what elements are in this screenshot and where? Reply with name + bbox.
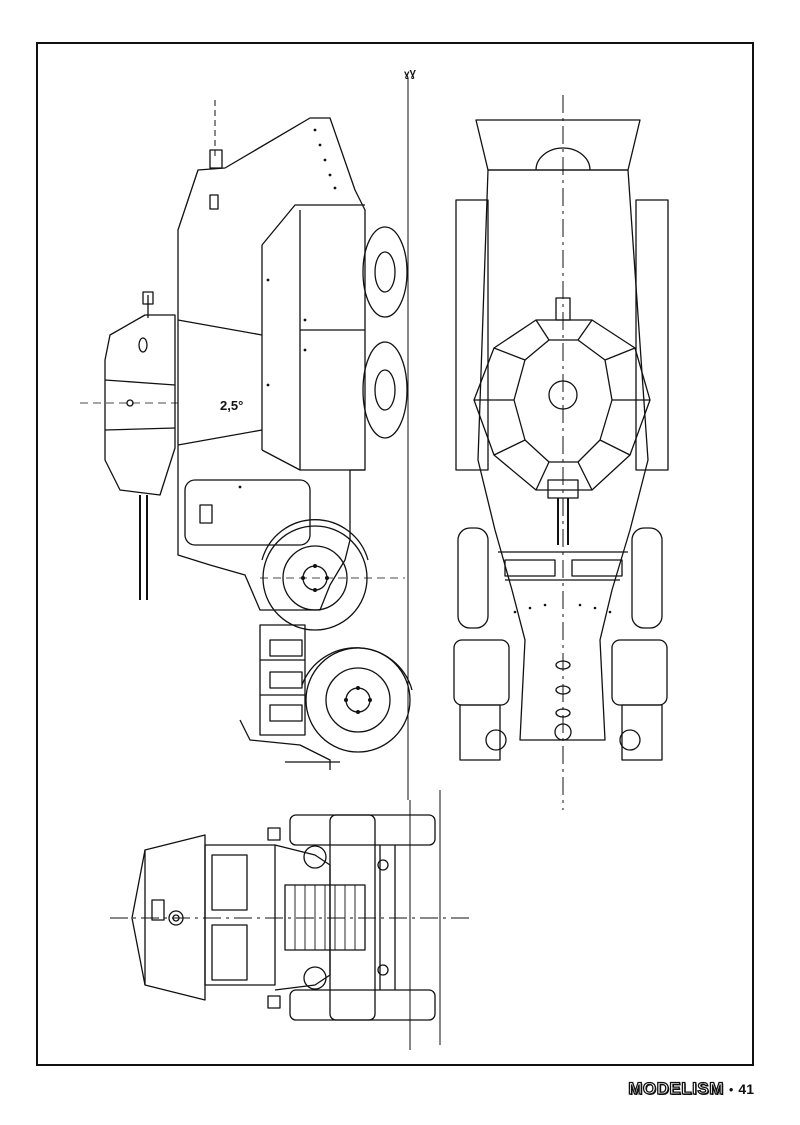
page-number: 41	[738, 1081, 754, 1097]
magazine-name: MODELISM	[628, 1078, 724, 1098]
drawing-frame	[36, 42, 754, 1066]
front-view	[110, 790, 470, 1050]
footer-separator: •	[728, 1081, 734, 1097]
side-view: 2,5°	[80, 78, 413, 800]
turret-angle-label: 2,5°	[220, 398, 243, 413]
top-mark-label: ɣƔ	[404, 69, 417, 80]
page-footer: MODELISM • 41	[628, 1078, 754, 1099]
top-view: ɣƔ	[404, 69, 669, 810]
